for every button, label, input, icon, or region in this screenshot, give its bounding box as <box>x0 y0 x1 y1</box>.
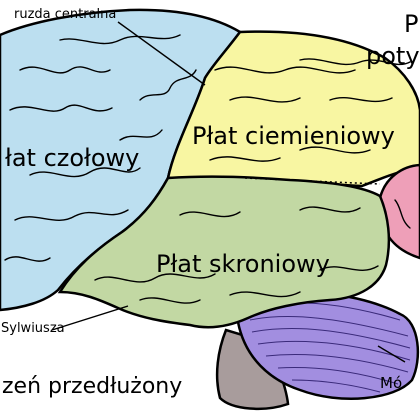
central-sulcus-pointer <box>117 21 206 86</box>
frontal-lobe-label: łat czołowy <box>5 144 140 172</box>
central-sulcus-label: ruzda centralna <box>14 7 117 22</box>
cerebellum-pointer <box>377 345 406 363</box>
cerebellum-label: Mó <box>380 374 403 392</box>
temporal-lobe-label: Płat skroniowy <box>156 250 330 278</box>
parieto-temporal-boundary <box>244 177 381 185</box>
occipital-lobe-label-line1: P <box>404 10 419 38</box>
lateral-sulcus-pointer <box>51 305 129 331</box>
parietal-lobe-region <box>166 30 420 188</box>
temporal-lobe-region <box>57 175 391 329</box>
occipital-lobe-label-line2: poty <box>366 42 420 70</box>
lateral-sulcus-label: Sylwiusza <box>1 321 65 336</box>
medulla-label: zeń przedłużony <box>2 374 183 399</box>
parietal-lobe-label: Płat ciemieniowy <box>192 122 395 150</box>
gyri-lines <box>4 34 411 304</box>
cerebellum-folia <box>247 302 411 393</box>
